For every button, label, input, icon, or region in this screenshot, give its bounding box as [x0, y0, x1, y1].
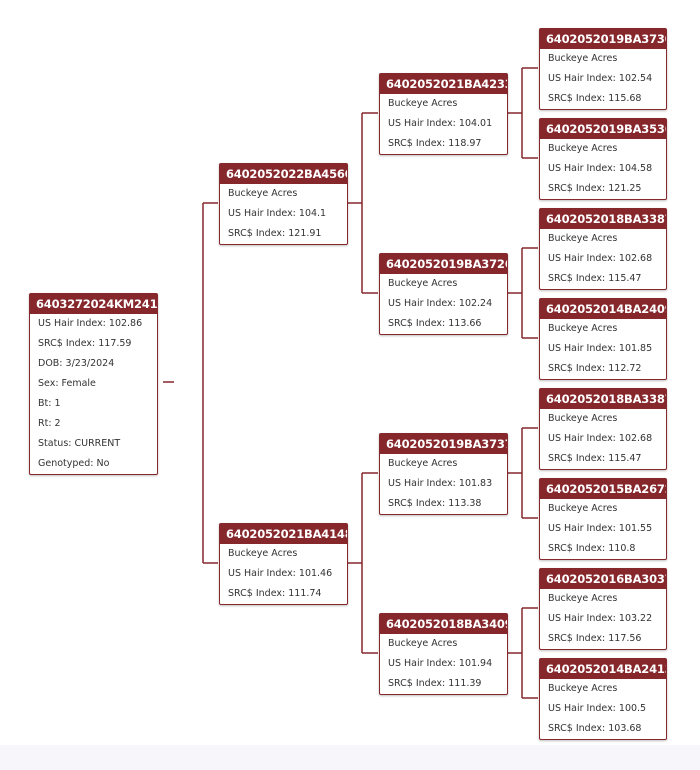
src-index: SRC$ Index: 111.74 — [228, 588, 322, 599]
us-hair-index: US Hair Index: 101.85 — [548, 343, 653, 354]
us-hair-index: US Hair Index: 103.22 — [548, 613, 653, 624]
animal-card-g3-5[interactable]: 6402052018BA3387 Buckeye Acres US Hair I… — [539, 388, 667, 470]
us-hair-index: US Hair Index: 104.1 — [228, 208, 327, 219]
breeder: Buckeye Acres — [548, 413, 618, 424]
src-index: SRC$ Index: 118.97 — [388, 138, 482, 149]
src-index: SRC$ Index: 113.38 — [388, 498, 482, 509]
animal-card-sire-sire[interactable]: 6402052021BA4233 Buckeye Acres US Hair I… — [379, 73, 508, 155]
src-index: SRC$ Index: 115.68 — [548, 93, 642, 104]
animal-card-g3-6[interactable]: 6402052015BA2672 Buckeye Acres US Hair I… — [539, 478, 667, 560]
animal-id[interactable]: 6403272024KM2410 — [30, 294, 157, 314]
breeder: Buckeye Acres — [548, 53, 618, 64]
animal-card-dam-dam[interactable]: 6402052018BA3409 Buckeye Acres US Hair I… — [379, 613, 508, 695]
animal-card-sire[interactable]: 6402052022BA4560 Buckeye Acres US Hair I… — [219, 163, 348, 245]
breeder: Buckeye Acres — [388, 278, 458, 289]
breeder: Buckeye Acres — [228, 548, 298, 559]
animal-id[interactable]: 6402052019BA3726 — [380, 254, 507, 274]
pedigree-tree: 6403272024KM2410 US Hair Index: 102.86 S… — [29, 28, 667, 740]
date-of-birth: DOB: 3/23/2024 — [38, 358, 115, 369]
src-index: SRC$ Index: 115.47 — [548, 273, 642, 284]
us-hair-index: US Hair Index: 102.68 — [548, 433, 653, 444]
us-hair-index: US Hair Index: 101.55 — [548, 523, 653, 534]
breeder: Buckeye Acres — [388, 98, 458, 109]
breeder: Buckeye Acres — [228, 188, 298, 199]
breeder: Buckeye Acres — [388, 638, 458, 649]
animal-id[interactable]: 6402052021BA4233 — [380, 74, 507, 94]
animal-card-g3-3[interactable]: 6402052018BA3387 Buckeye Acres US Hair I… — [539, 208, 667, 290]
animal-card-dam-sire[interactable]: 6402052019BA3737 Buckeye Acres US Hair I… — [379, 433, 508, 515]
bt-count: Bt: 1 — [38, 398, 61, 409]
footer-band — [0, 745, 700, 770]
us-hair-index: US Hair Index: 102.54 — [548, 73, 653, 84]
animal-id[interactable]: 6402052014BA2409 — [540, 299, 666, 319]
status: Status: CURRENT — [38, 438, 121, 449]
us-hair-index: US Hair Index: 101.46 — [228, 568, 333, 579]
animal-card-sire-dam[interactable]: 6402052019BA3726 Buckeye Acres US Hair I… — [379, 253, 508, 335]
sex: Sex: Female — [38, 378, 96, 389]
us-hair-index: US Hair Index: 102.86 — [38, 318, 143, 329]
animal-card-g3-7[interactable]: 6402052016BA3037 Buckeye Acres US Hair I… — [539, 568, 667, 650]
animal-card-g3-4[interactable]: 6402052014BA2409 Buckeye Acres US Hair I… — [539, 298, 667, 380]
animal-id[interactable]: 6402052021BA4148 — [220, 524, 347, 544]
breeder: Buckeye Acres — [548, 593, 618, 604]
src-index: SRC$ Index: 112.72 — [548, 363, 642, 374]
animal-id[interactable]: 6402052019BA3536 — [540, 119, 666, 139]
src-index: SRC$ Index: 103.68 — [548, 723, 642, 734]
src-index: SRC$ Index: 113.66 — [388, 318, 482, 329]
src-index: SRC$ Index: 117.59 — [38, 338, 132, 349]
us-hair-index: US Hair Index: 100.5 — [548, 703, 647, 714]
genotyped: Genotyped: No — [38, 458, 110, 469]
breeder: Buckeye Acres — [548, 503, 618, 514]
animal-card-g3-1[interactable]: 6402052019BA3730 Buckeye Acres US Hair I… — [539, 28, 667, 110]
breeder: Buckeye Acres — [548, 143, 618, 154]
animal-id[interactable]: 6402052019BA3737 — [380, 434, 507, 454]
src-index: SRC$ Index: 110.8 — [548, 543, 636, 554]
animal-id[interactable]: 6402052018BA3409 — [380, 614, 507, 634]
animal-card-g3-8[interactable]: 6402052014BA2413 Buckeye Acres US Hair I… — [539, 658, 667, 740]
animal-id[interactable]: 6402052014BA2413 — [540, 659, 666, 679]
src-index: SRC$ Index: 117.56 — [548, 633, 642, 644]
us-hair-index: US Hair Index: 102.24 — [388, 298, 493, 309]
src-index: SRC$ Index: 121.25 — [548, 183, 642, 194]
animal-card-root[interactable]: 6403272024KM2410 US Hair Index: 102.86 S… — [29, 293, 158, 475]
animal-card-g3-2[interactable]: 6402052019BA3536 Buckeye Acres US Hair I… — [539, 118, 667, 200]
src-index: SRC$ Index: 121.91 — [228, 228, 322, 239]
us-hair-index: US Hair Index: 102.68 — [548, 253, 653, 264]
breeder: Buckeye Acres — [548, 323, 618, 334]
us-hair-index: US Hair Index: 104.01 — [388, 118, 493, 129]
us-hair-index: US Hair Index: 101.83 — [388, 478, 493, 489]
animal-card-dam[interactable]: 6402052021BA4148 Buckeye Acres US Hair I… — [219, 523, 348, 605]
animal-id[interactable]: 6402052018BA3387 — [540, 389, 666, 409]
us-hair-index: US Hair Index: 104.58 — [548, 163, 653, 174]
animal-id[interactable]: 6402052016BA3037 — [540, 569, 666, 589]
rt-count: Rt: 2 — [38, 418, 61, 429]
animal-id[interactable]: 6402052018BA3387 — [540, 209, 666, 229]
animal-id[interactable]: 6402052015BA2672 — [540, 479, 666, 499]
src-index: SRC$ Index: 111.39 — [388, 678, 482, 689]
breeder: Buckeye Acres — [548, 233, 618, 244]
breeder: Buckeye Acres — [388, 458, 458, 469]
us-hair-index: US Hair Index: 101.94 — [388, 658, 493, 669]
src-index: SRC$ Index: 115.47 — [548, 453, 642, 464]
breeder: Buckeye Acres — [548, 683, 618, 694]
animal-id[interactable]: 6402052019BA3730 — [540, 29, 666, 49]
animal-id[interactable]: 6402052022BA4560 — [220, 164, 347, 184]
